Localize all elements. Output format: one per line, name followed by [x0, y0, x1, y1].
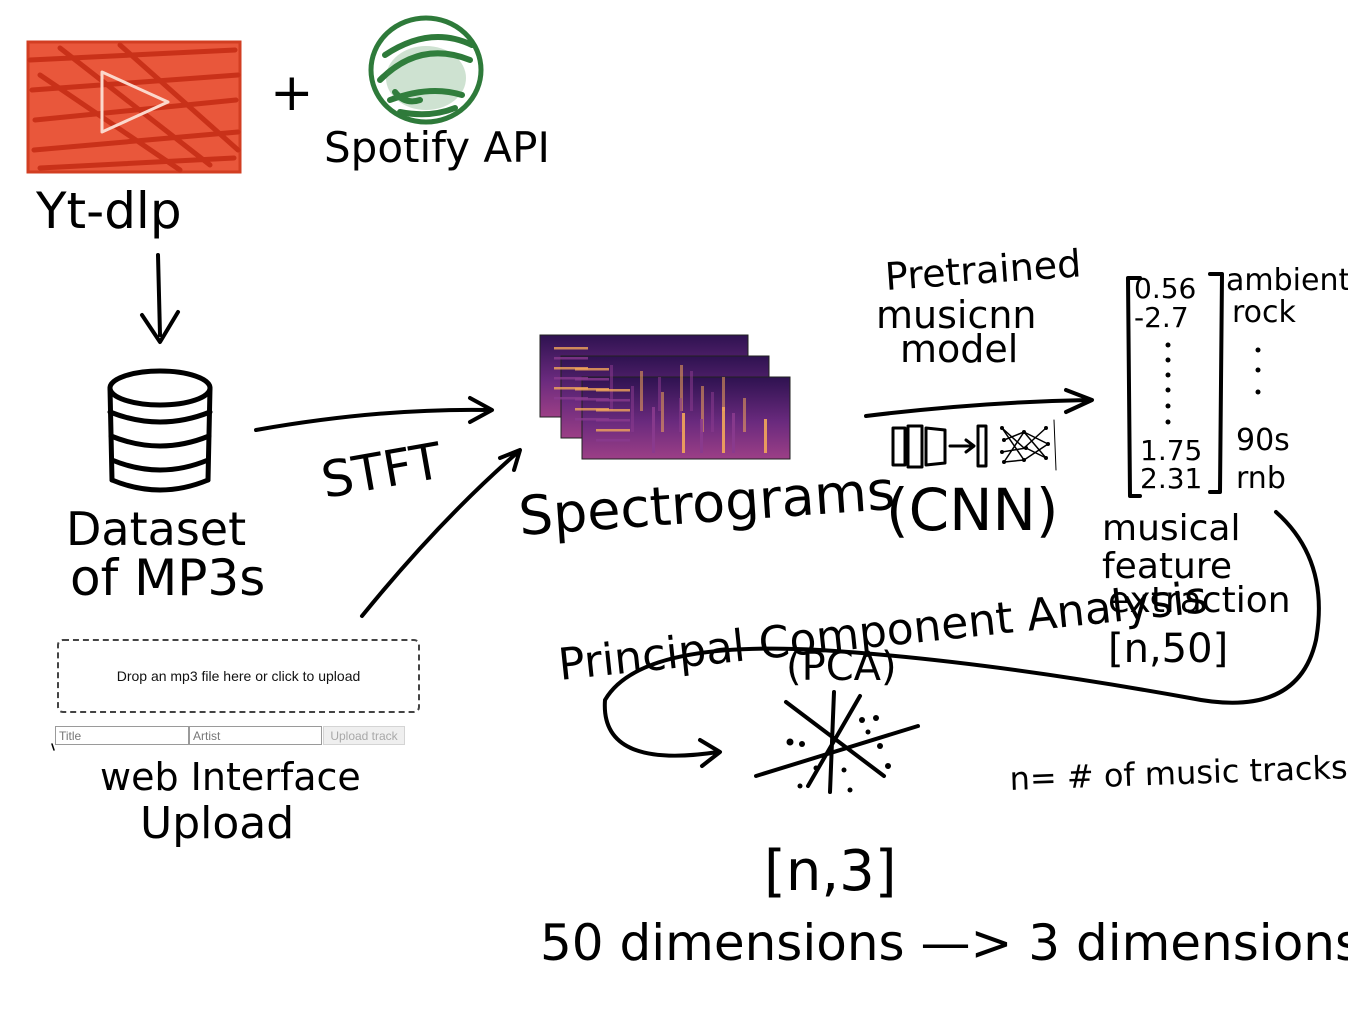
feature-value-1: 0.56 — [1134, 272, 1196, 305]
stft-label: STFT — [317, 432, 446, 510]
arrow-dataset-to-spectrograms — [254, 396, 494, 432]
feature-extraction-line1: musical — [1102, 508, 1241, 549]
dataset-label-line1: Dataset — [66, 502, 246, 556]
pca-caption: 50 dimensions —> 3 dimensions — [540, 914, 1348, 972]
spectrogram-images — [539, 334, 791, 460]
feature-tag-3: 90s — [1236, 423, 1290, 458]
feature-tag-4: rnb — [1236, 461, 1286, 496]
spotify-label: Spotify API — [324, 123, 550, 172]
spectrograms-label: Spectrograms — [517, 459, 897, 548]
feature-tag-2: rock — [1232, 295, 1297, 330]
spotify-icon — [368, 15, 484, 125]
feature-vector-brackets — [1126, 272, 1224, 498]
cnn-label: (CNN) — [886, 476, 1059, 544]
resize-corner-mark — [51, 743, 55, 751]
pca-shape: [n,3] — [764, 839, 897, 904]
feature-value-4: 2.31 — [1140, 462, 1202, 495]
upload-track-button[interactable]: Upload track — [323, 726, 405, 745]
arrow-features-to-pca — [602, 510, 1321, 768]
n-definition-note: n= # of music tracks — [1009, 748, 1348, 798]
feature-extraction-line2: feature — [1102, 546, 1232, 587]
model-label-line3: model — [900, 327, 1018, 371]
feature-value-3: 1.75 — [1140, 434, 1202, 467]
pca-scatter-icon — [754, 690, 920, 794]
feature-extraction-line3: extraction — [1108, 580, 1291, 621]
feature-tag-1: ambient — [1226, 263, 1348, 298]
feature-tag-ellipsis — [1255, 347, 1261, 395]
dropzone-text: Drop an mp3 file here or click to upload — [116, 668, 361, 684]
model-label-line2: musicnn — [876, 293, 1037, 337]
youtube-label: Yt-dlp — [35, 182, 182, 240]
cnn-sketch-icon — [891, 419, 1057, 471]
arrow-upload-to-spectrograms — [360, 448, 522, 618]
arrow-spectrograms-to-features — [864, 388, 1094, 418]
arrow-sources-to-dataset — [140, 253, 180, 344]
dataset-label-line2: of MP3s — [70, 549, 265, 607]
web-interface-label-line1: web Interface — [100, 755, 361, 799]
feature-value-2: -2.7 — [1134, 301, 1189, 334]
feature-extraction-shape: [n,50] — [1108, 626, 1228, 672]
artist-input[interactable] — [189, 726, 322, 745]
database-icon — [107, 368, 213, 493]
model-label-line1: Pretrained — [884, 241, 1083, 299]
plus-sign: + — [270, 63, 314, 123]
pca-abbr: (PCA) — [786, 644, 897, 690]
youtube-icon — [26, 40, 242, 174]
title-input[interactable] — [55, 726, 189, 745]
mp3-dropzone[interactable]: Drop an mp3 file here or click to upload — [57, 639, 420, 713]
feature-value-ellipsis — [1165, 342, 1171, 425]
web-interface-label-line2: Upload — [140, 798, 294, 849]
